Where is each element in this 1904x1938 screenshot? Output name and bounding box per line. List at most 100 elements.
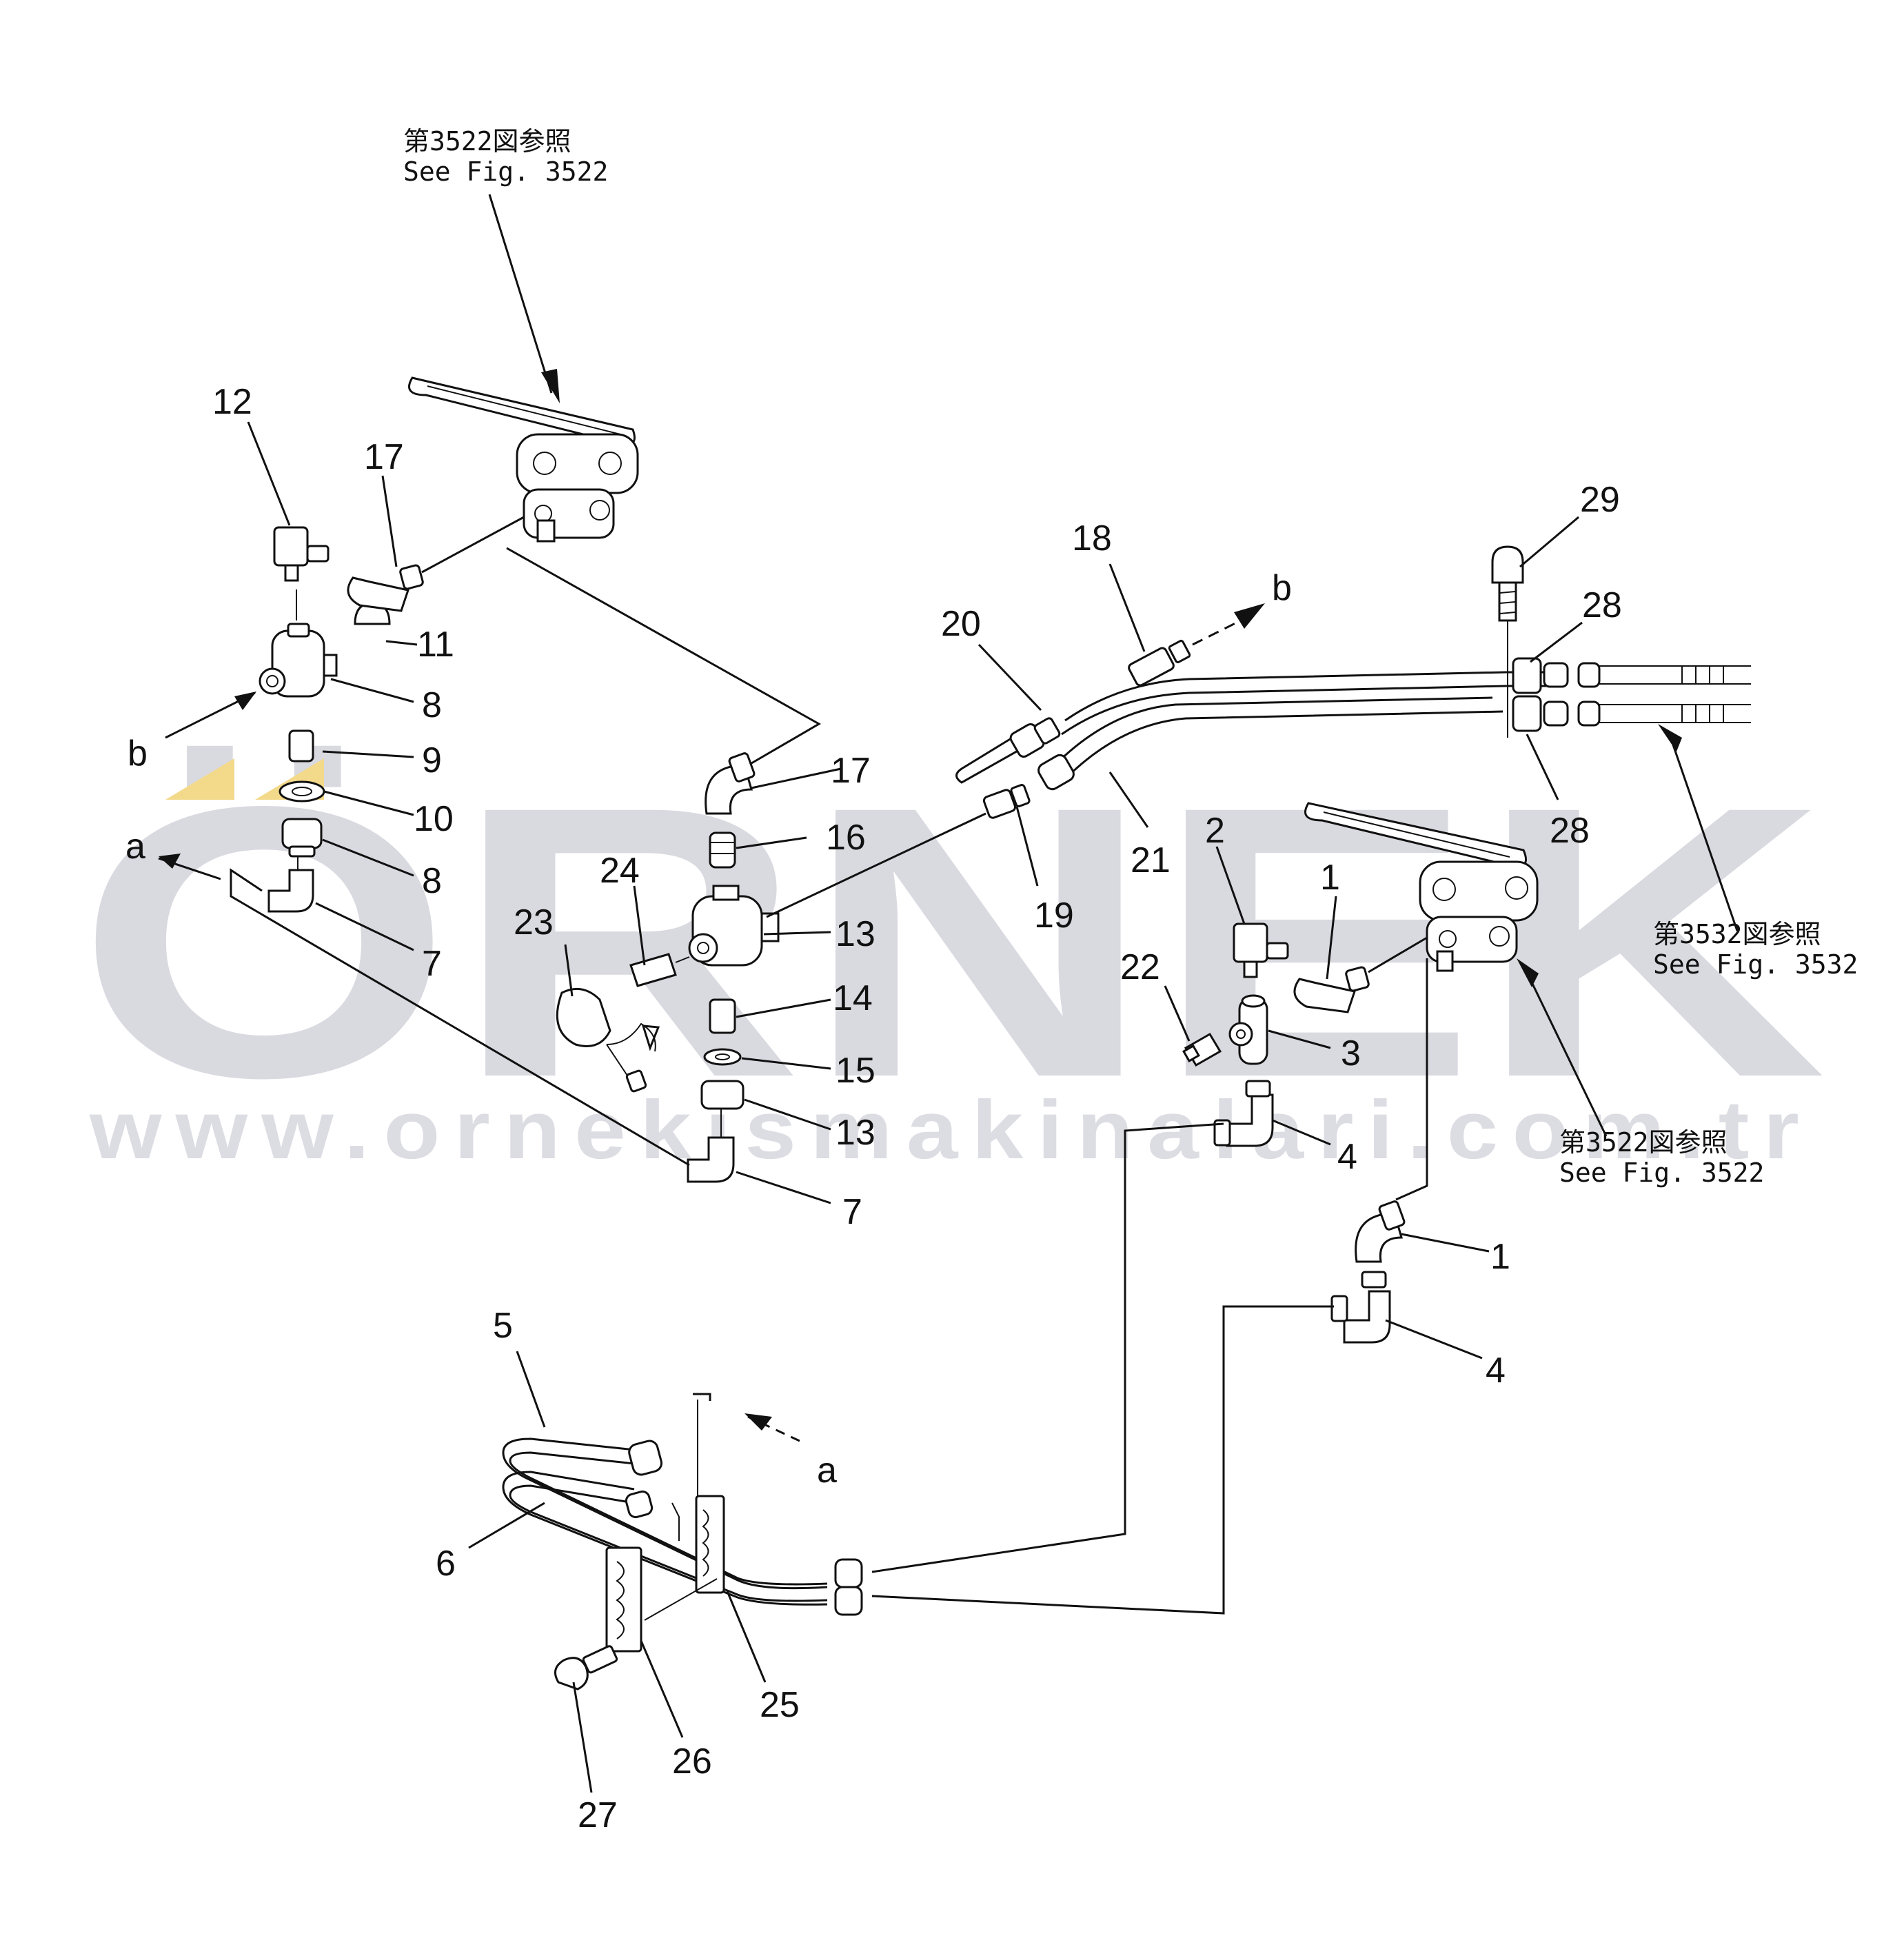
callout-21: 21 <box>1131 840 1171 880</box>
fitting-end-upper <box>834 1558 863 1588</box>
nut-21 <box>1037 754 1075 791</box>
callout-17-upper: 17 <box>364 437 404 477</box>
connector-13-lower <box>700 1080 745 1110</box>
callout-11: 11 <box>417 625 454 665</box>
union-18 <box>1128 603 1265 687</box>
left-pedal-valve <box>408 376 639 543</box>
tube-bundle-20-21 <box>955 671 1554 791</box>
connector-letter-a-left: a <box>125 827 145 867</box>
elbow-fitting-2 <box>1233 922 1268 963</box>
callout-23: 23 <box>514 902 554 942</box>
fig-reference-lower-en: See Fig. 3522 <box>1559 1158 1764 1188</box>
reference-arrows <box>488 194 1739 1137</box>
callout-29: 29 <box>1580 480 1620 520</box>
clamp-bracket-25-26 <box>554 1495 725 1690</box>
fig-reference-right: 第3532図参照 See Fig. 3532 <box>1653 919 1858 980</box>
tube-pedal-to-elbow-17 <box>506 547 822 767</box>
elbow-fitting-12 <box>273 526 309 567</box>
callout-1-lower: 1 <box>1490 1237 1510 1277</box>
fig-reference-right-en: See Fig. 3532 <box>1653 949 1858 980</box>
callout-13-upper: 13 <box>835 914 875 954</box>
tube-to-elbow-4-upper <box>871 1122 1224 1573</box>
watermark-url: www.ornekismakinalari.com.tr <box>89 1084 1813 1176</box>
bolt-27 <box>554 1657 589 1690</box>
callout-27: 27 <box>578 1795 618 1835</box>
clamp-28-upper <box>1512 657 1542 694</box>
callout-3: 3 <box>1341 1033 1361 1073</box>
callout-13-lower: 13 <box>835 1113 875 1153</box>
elbow-4-lower <box>1343 1290 1391 1344</box>
callout-12: 12 <box>212 382 252 422</box>
connector-letter-a-bottom: a <box>817 1451 837 1491</box>
elbow-7-lower <box>687 1136 735 1183</box>
callout-10: 10 <box>414 799 454 839</box>
valve-body-right <box>1419 860 1539 922</box>
nut-5 <box>628 1440 663 1476</box>
fig-reference-lower-jp: 第3522図参照 <box>1559 1127 1728 1158</box>
leader-lines <box>158 421 1583 1793</box>
connector-8-lower <box>281 818 323 849</box>
tube-a-upper <box>230 868 690 1167</box>
callout-7-lower: 7 <box>842 1192 862 1232</box>
fitting-end-lower <box>834 1586 863 1616</box>
fig-reference-top-jp: 第3522図参照 <box>403 126 571 157</box>
callout-8-upper: 8 <box>422 685 442 725</box>
bolt-29 <box>1491 545 1524 584</box>
adapter-14 <box>709 998 736 1034</box>
fig-reference-top: 第3522図参照 See Fig. 3522 <box>403 126 608 187</box>
callout-28-lower: 28 <box>1550 811 1590 851</box>
connector-letter-b-left: b <box>128 734 148 774</box>
tube-assembly-5-6 <box>502 1393 863 1616</box>
watermark-brand: ÖRNEK <box>76 726 1827 1158</box>
elbow-7-upper <box>267 869 314 913</box>
callout-6: 6 <box>436 1544 456 1584</box>
clamp-28-lower <box>1512 695 1542 732</box>
callout-4-lower: 4 <box>1486 1351 1506 1391</box>
pressure-switch-23 <box>556 987 660 1093</box>
callout-14: 14 <box>833 978 873 1018</box>
callout-16: 16 <box>826 818 866 858</box>
callout-17-lower: 17 <box>831 751 871 791</box>
callout-1-upper: 1 <box>1320 858 1340 898</box>
tube-right-valve-to-hose-1 <box>1395 958 1428 1201</box>
plug-24 <box>629 953 677 987</box>
callout-8-lower: 8 <box>422 861 442 901</box>
washer-15 <box>703 1048 742 1066</box>
nut-6 <box>625 1490 654 1519</box>
lower-right-fittings <box>1330 1200 1406 1344</box>
bracket-26 <box>605 1546 642 1653</box>
callout-numbers: 12 17 11 8 9 10 8 7 17 16 13 14 15 13 7 … <box>212 382 1622 1835</box>
center-valve-stack <box>629 752 780 1183</box>
o-ring-10 <box>278 780 325 803</box>
nipple-19 <box>766 784 1031 918</box>
hose-17-upper <box>347 516 525 612</box>
fig-reference-top-en: See Fig. 3522 <box>403 157 608 187</box>
adapter-9 <box>288 729 314 763</box>
callout-20: 20 <box>941 604 981 644</box>
watermark: ÖRNEK www.ornekismakinalari.com.tr <box>76 726 1827 1176</box>
callout-5: 5 <box>493 1306 513 1346</box>
right-fittings <box>1182 922 1428 1147</box>
fig-reference-lower: 第3522図参照 See Fig. 3522 <box>1559 1127 1764 1188</box>
callout-18: 18 <box>1072 518 1112 558</box>
valve-body-left <box>516 433 639 494</box>
callout-7-upper: 7 <box>422 944 442 984</box>
hose-1-upper <box>1293 978 1356 1013</box>
tube-to-elbow-4-lower <box>871 1305 1334 1615</box>
callout-24: 24 <box>600 851 640 891</box>
callout-22: 22 <box>1120 947 1160 987</box>
clamp-assembly-28-29 <box>1491 545 1751 738</box>
right-pedal-valve <box>1304 802 1539 972</box>
callout-19: 19 <box>1034 896 1074 936</box>
callout-25: 25 <box>760 1685 800 1725</box>
callout-4-upper: 4 <box>1337 1137 1357 1177</box>
watermark-accent-left <box>165 758 234 800</box>
callout-2: 2 <box>1205 811 1225 851</box>
fig-reference-right-jp: 第3532図参照 <box>1653 919 1821 949</box>
callout-28-upper: 28 <box>1582 585 1622 625</box>
callout-9: 9 <box>422 740 442 780</box>
connector-letter-b-right: b <box>1272 568 1292 608</box>
nipple-16 <box>709 831 736 869</box>
bracket-25 <box>695 1495 725 1594</box>
